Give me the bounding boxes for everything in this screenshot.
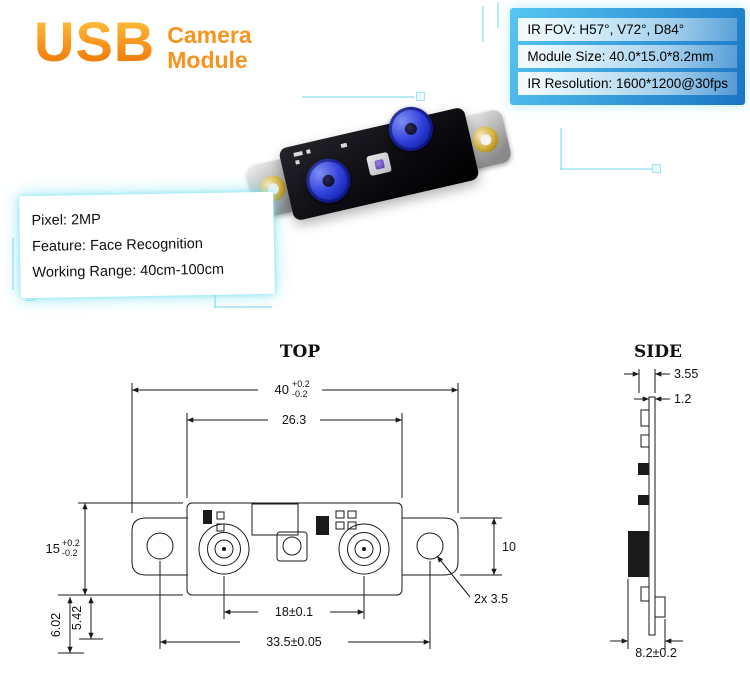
dim-hole-spacing: 33.5±0.05 <box>159 561 431 649</box>
top-view-outline <box>131 502 459 596</box>
circuit-trace <box>482 6 484 42</box>
brand-logo: USB Camera Module <box>34 14 252 74</box>
camera-module-photo <box>242 94 516 235</box>
dim-overall-width-tol-minus: -0.2 <box>292 389 308 399</box>
dim-offset-outer-value: 6.02 <box>49 613 63 637</box>
dim-pcb-thickness-value: 1.2 <box>674 392 691 406</box>
silkscreen-mark <box>295 159 300 165</box>
dim-overall-thickness-value: 8.2±0.2 <box>635 646 677 660</box>
logo-subtitle-line1: Camera <box>167 22 252 48</box>
dim-pcb-width: 26.3 <box>186 413 403 498</box>
circuit-trace <box>302 96 414 98</box>
dim-overall-thickness: 8.2±0.2 <box>610 579 683 660</box>
module-size-spec: Module Size: 40.0*15.0*8.2mm <box>518 45 737 68</box>
dim-hole-note-value: 2x 3.5 <box>474 592 508 606</box>
dim-offset-inner-value: 5.42 <box>70 606 84 630</box>
camera-lens-right <box>384 102 438 156</box>
silkscreen-mark <box>340 142 348 149</box>
pixel-spec: Pixel: 2MP <box>31 211 102 230</box>
circuit-trace <box>560 168 652 170</box>
dim-lens-spacing-value: 18±0.1 <box>275 605 313 619</box>
pcb-board <box>278 102 480 222</box>
dim-overall-width: 40 +0.2 -0.2 <box>131 379 459 513</box>
dim-overall-width-value: 40 <box>275 382 289 397</box>
dim-lens-spacing: 18±0.1 <box>223 576 365 619</box>
logo-subtitle: Camera Module <box>167 22 252 74</box>
dim-tab-height-value: 10 <box>502 540 516 554</box>
circuit-trace <box>497 2 499 28</box>
circuit-trace <box>214 306 272 308</box>
logo-subtitle-line2: Module <box>167 47 248 74</box>
dim-stack-height: 3.55 <box>624 367 698 393</box>
side-view-label: SIDE <box>634 342 682 362</box>
dim-overall-width-tol-plus: +0.2 <box>292 379 310 389</box>
dim-stack-height-value: 3.55 <box>674 367 698 381</box>
general-spec-panel: Pixel: 2MP Feature: Face Recognition Wor… <box>19 191 275 299</box>
ir-spec-panel: IR FOV: H57°, V72°, D84° Module Size: 40… <box>510 8 745 105</box>
ir-resolution-spec: IR Resolution: 1600*1200@30fps <box>518 72 737 95</box>
circuit-trace <box>12 238 14 290</box>
dim-hole-spacing-value: 33.5±0.05 <box>266 635 322 649</box>
dim-overall-height-value: 15 <box>46 541 60 556</box>
working-range-spec: Working Range: 40cm-100cm <box>32 261 225 282</box>
feature-spec: Feature: Face Recognition <box>31 236 204 256</box>
camera-lens-left <box>302 154 355 208</box>
side-view-outline <box>628 396 666 636</box>
circuit-trace <box>560 128 562 170</box>
technical-drawing: TOP SIDE <box>46 342 699 660</box>
dim-tab-height: 10 <box>460 517 516 576</box>
top-view-label: TOP <box>280 342 320 362</box>
circuit-node <box>416 92 425 101</box>
dim-pcb-width-value: 26.3 <box>282 413 306 427</box>
ir-sensor <box>366 151 392 177</box>
dim-overall-height: 15 +0.2 -0.2 <box>46 502 183 596</box>
circuit-node <box>652 164 661 173</box>
mounting-hole-right <box>478 132 492 147</box>
dim-edge-offsets: 6.02 5.42 <box>49 597 103 654</box>
mounting-hole-ring-right <box>469 123 501 156</box>
top-view-components <box>203 503 357 536</box>
dim-overall-height-tol-minus: -0.2 <box>62 548 78 558</box>
silkscreen-mark <box>305 149 311 154</box>
dim-overall-height-tol-plus: +0.2 <box>62 538 80 548</box>
silkscreen-mark <box>293 150 303 157</box>
ir-fov-spec: IR FOV: H57°, V72°, D84° <box>518 18 737 41</box>
ir-sensor-dot <box>373 158 385 170</box>
dim-pcb-thickness: 1.2 <box>634 392 691 406</box>
dim-hole-note: 2x 3.5 <box>436 555 508 606</box>
logo-usb-text: USB <box>34 10 156 73</box>
